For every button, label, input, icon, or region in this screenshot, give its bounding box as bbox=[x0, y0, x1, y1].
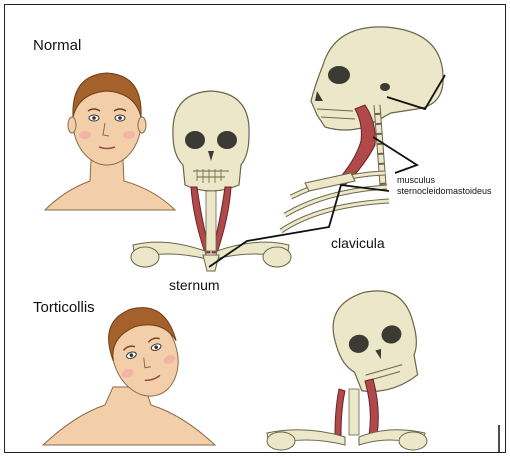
normal-skull-front bbox=[173, 91, 249, 191]
torticollis-heading: Torticollis bbox=[33, 299, 95, 316]
normal-neck-muscles bbox=[191, 187, 231, 253]
torticollis-person-figure bbox=[43, 299, 215, 445]
torticollis-neck-muscles bbox=[335, 379, 378, 435]
musculus-label-line2: sternocleidomastoideus bbox=[397, 186, 492, 197]
torticollis-skull bbox=[324, 282, 429, 400]
musculus-label: musculus sternocleidomastoideus bbox=[397, 175, 492, 197]
normal-person-figure bbox=[45, 73, 175, 210]
sternum-label: sternum bbox=[169, 277, 220, 293]
torticollis-clavicles bbox=[267, 430, 427, 450]
clavicula-label: clavicula bbox=[331, 235, 385, 251]
illustration-canvas bbox=[5, 5, 506, 453]
musculus-label-line1: musculus bbox=[397, 175, 492, 186]
normal-heading: Normal bbox=[33, 37, 81, 54]
diagram-frame: Normal Torticollis sternum clavicula mus… bbox=[4, 4, 506, 453]
